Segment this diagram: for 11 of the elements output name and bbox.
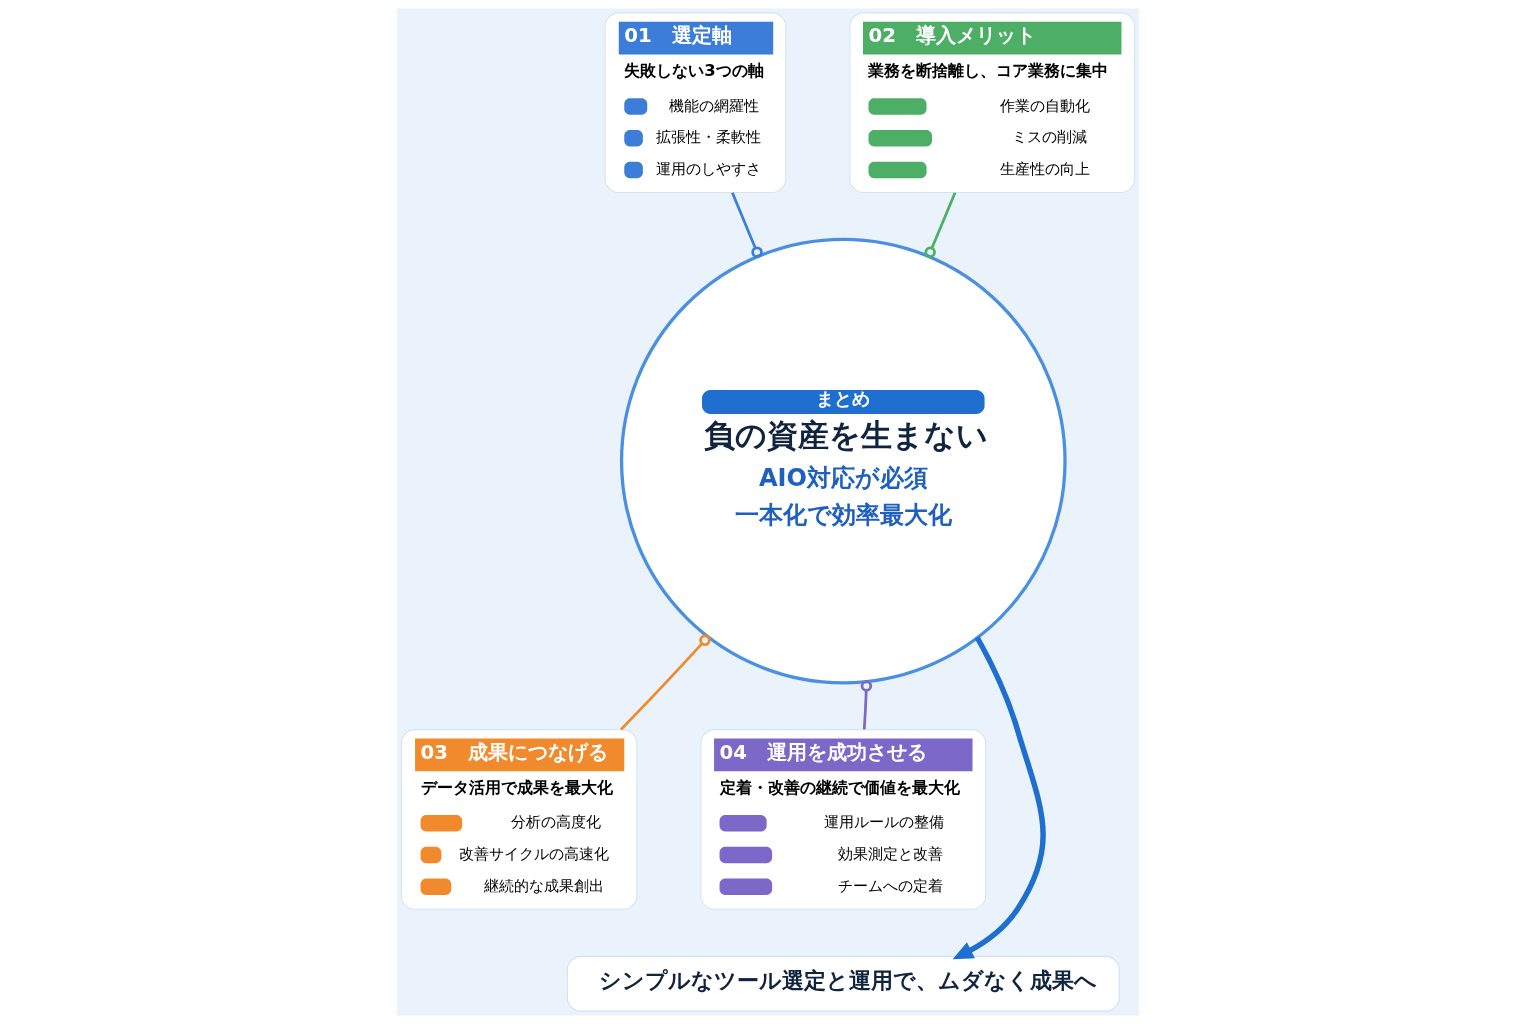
node-box: 03 成果につなげる データ活用で成果を最大化 分析の高度化 改善サイクルの高速化 継続的な成果創出 [400, 729, 638, 910]
connector [731, 192, 763, 258]
node-box: 01 選定軸 失敗しない3つの軸 機能の網羅性 拡張性・柔軟性 運用のしやすさ [604, 12, 787, 194]
connector [924, 192, 957, 258]
node-box: 04 運用を成功させる 定着・改善の継続で価値を最大化 運用ルールの整備 効果測定と改善 チームへの定着 [700, 729, 987, 910]
connector [620, 634, 711, 731]
node-circle: まとめ 負の資産を生まない AIO対応が必須 一本化で効率最大化 [619, 237, 1067, 685]
arrow [952, 636, 1046, 960]
connector [860, 680, 873, 730]
node-box: 02 導入メリット 業務を断捨離し、コア業務に集中 作業の自動化 ミスの削減 生産性の向上 [849, 12, 1136, 194]
node-box: シンプルなツール選定と運用で、ムダなく成果へ [566, 955, 1120, 1012]
